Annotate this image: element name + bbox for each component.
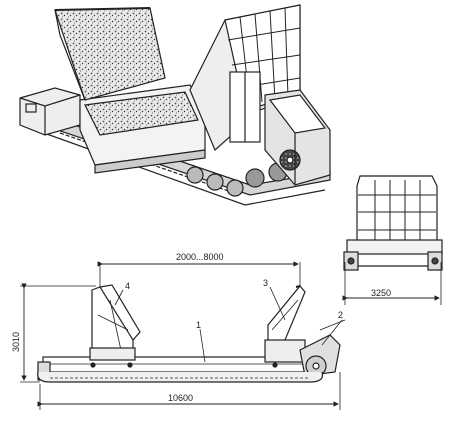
isometric-view	[19, 4, 331, 206]
left-hopper-rim	[54, 7, 151, 11]
side-track	[37, 371, 324, 383]
left-hopper	[54, 7, 166, 101]
callout-3: 3	[263, 278, 268, 288]
left-hopper-edge	[54, 9, 86, 101]
leader-3	[269, 286, 286, 321]
front-unit-panel	[25, 103, 37, 113]
leader-4	[114, 289, 124, 306]
side-elevation	[20, 261, 346, 410]
leader-1	[199, 328, 206, 363]
callout-2: 2	[338, 310, 343, 320]
left-wing-base	[89, 347, 136, 361]
left-wing-rim	[99, 284, 141, 341]
end-view	[342, 175, 443, 305]
span-dimension: 2000...8000	[176, 252, 224, 262]
body-sill	[94, 149, 206, 174]
height-dimension: 3010	[11, 332, 21, 352]
width-dimension: 3250	[371, 288, 391, 298]
length-dimension: 10600	[168, 393, 193, 403]
right-wing-base	[264, 339, 306, 363]
end-view-frame	[346, 239, 443, 255]
rear-drive-cover	[268, 94, 327, 134]
end-view-grid	[358, 180, 436, 250]
callout-1: 1	[196, 320, 201, 330]
cargo-load	[84, 91, 199, 136]
road-wheels	[186, 162, 288, 197]
callout-4: 4	[125, 281, 130, 291]
leader-2	[321, 319, 343, 346]
